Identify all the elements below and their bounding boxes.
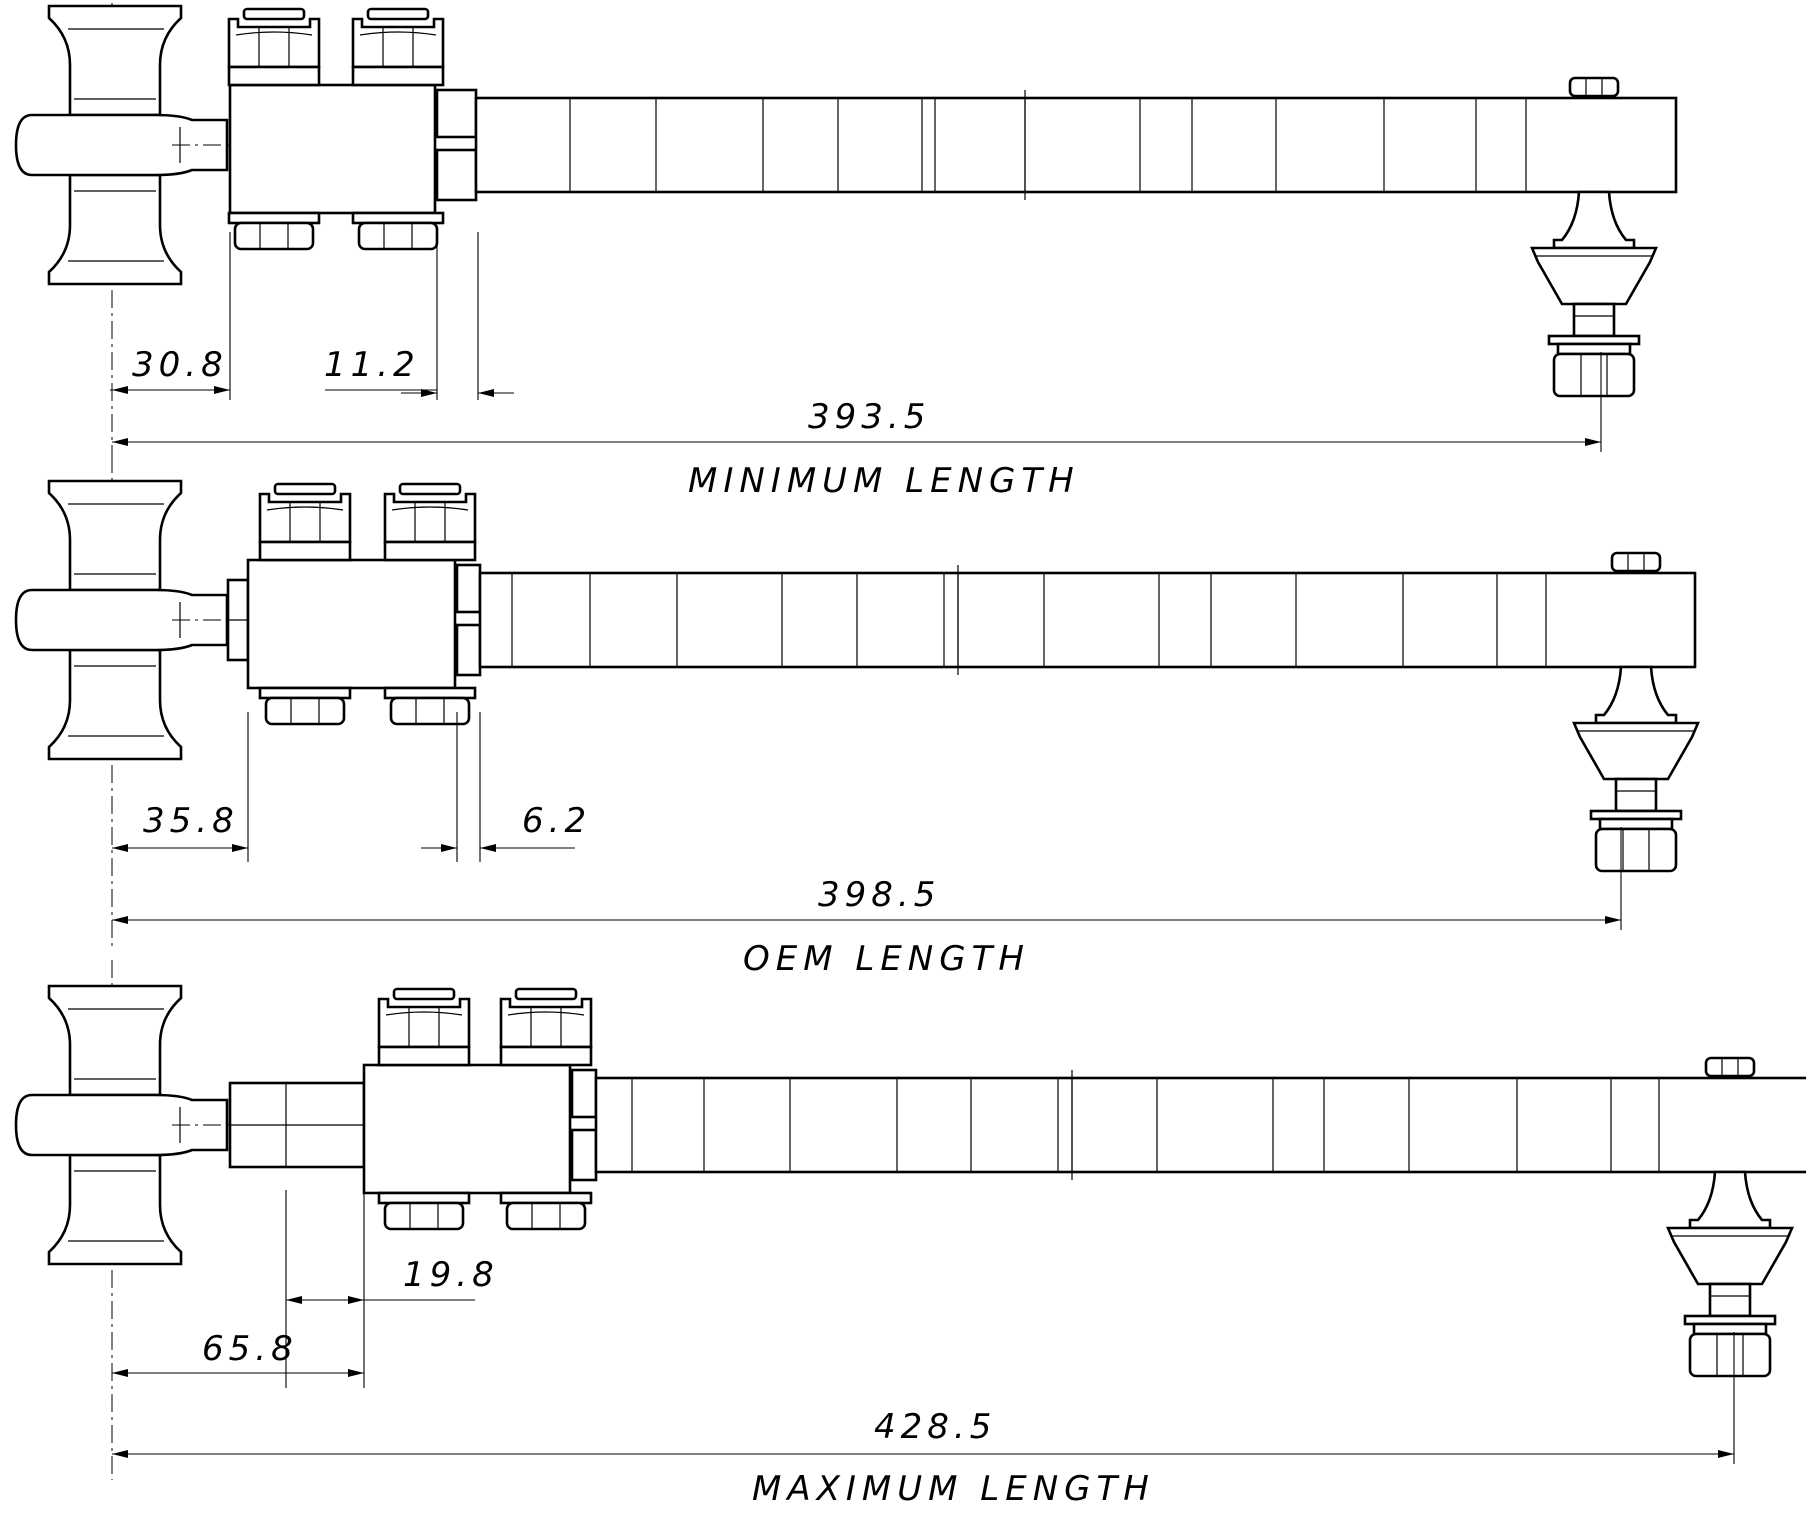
view3-dim-b: 19.8	[403, 1255, 499, 1295]
hex-nut-top	[227, 7, 321, 87]
tube-end-nut	[1568, 76, 1620, 98]
arrowhead	[112, 438, 128, 446]
jam-nut-upper	[570, 1068, 598, 1119]
rubber-bushing	[14, 4, 232, 286]
jam-nut-upper	[435, 88, 478, 139]
arrowhead	[112, 1450, 128, 1458]
hex-nut-bottom	[499, 1191, 593, 1231]
hex-nut-top	[377, 987, 471, 1067]
jam-nut-lower	[455, 623, 482, 677]
ball-joint	[1530, 190, 1658, 398]
arrowhead	[348, 1296, 364, 1304]
main-tube	[478, 571, 1697, 669]
hex-nut-bottom	[227, 211, 321, 251]
arm-view-1	[14, 0, 1678, 468]
view1-dim-a: 30.8	[132, 345, 228, 385]
view1-dim-total: 393.5	[808, 397, 930, 437]
arrowhead	[1585, 438, 1601, 446]
main-tube	[594, 1076, 1806, 1174]
view3-dim-a: 65.8	[202, 1329, 298, 1369]
hex-nut-bottom	[383, 686, 477, 726]
jam-nut-upper	[455, 563, 482, 614]
arrowhead	[112, 844, 128, 852]
ball-joint	[1572, 665, 1700, 873]
arrowhead	[232, 844, 248, 852]
arrowhead	[112, 1369, 128, 1377]
view2-dim-b: 6.2	[522, 801, 591, 841]
arrowhead	[441, 844, 457, 852]
hex-nut-top	[383, 482, 477, 562]
clamp-block	[246, 558, 457, 690]
view1-dim-b: 11.2	[324, 345, 420, 385]
hex-nut-bottom	[258, 686, 352, 726]
arrowhead	[478, 389, 494, 397]
rubber-bushing	[14, 984, 232, 1266]
tube-end-nut	[1704, 1056, 1756, 1078]
arrowhead	[1718, 1450, 1734, 1458]
tube-end-nut	[1610, 551, 1662, 573]
view1-caption: MINIMUM LENGTH	[688, 461, 1080, 501]
arm-view-2	[14, 455, 1700, 946]
hex-nut-bottom	[351, 211, 445, 251]
clamp-block	[228, 83, 437, 215]
arrowhead	[1605, 916, 1621, 924]
view3-caption: MAXIMUM LENGTH	[752, 1469, 1155, 1509]
view2-caption: OEM LENGTH	[743, 939, 1030, 979]
jam-nut-lower	[435, 148, 478, 202]
hex-nut-top	[499, 987, 593, 1067]
arm-view-3	[14, 960, 1806, 1480]
jam-nut-lower	[570, 1128, 598, 1182]
ball-joint	[1666, 1170, 1794, 1378]
rubber-bushing	[14, 479, 232, 761]
hex-nut-top	[351, 7, 445, 87]
hex-nut-top	[258, 482, 352, 562]
arrowhead	[348, 1369, 364, 1377]
arrowhead	[112, 916, 128, 924]
view2-dim-a: 35.8	[143, 801, 239, 841]
arrowhead	[421, 389, 437, 397]
view2-dim-total: 398.5	[818, 875, 940, 915]
arrowhead	[286, 1296, 302, 1304]
view3-dim-total: 428.5	[874, 1407, 996, 1447]
hex-nut-bottom	[377, 1191, 471, 1231]
clamp-block	[362, 1063, 572, 1195]
